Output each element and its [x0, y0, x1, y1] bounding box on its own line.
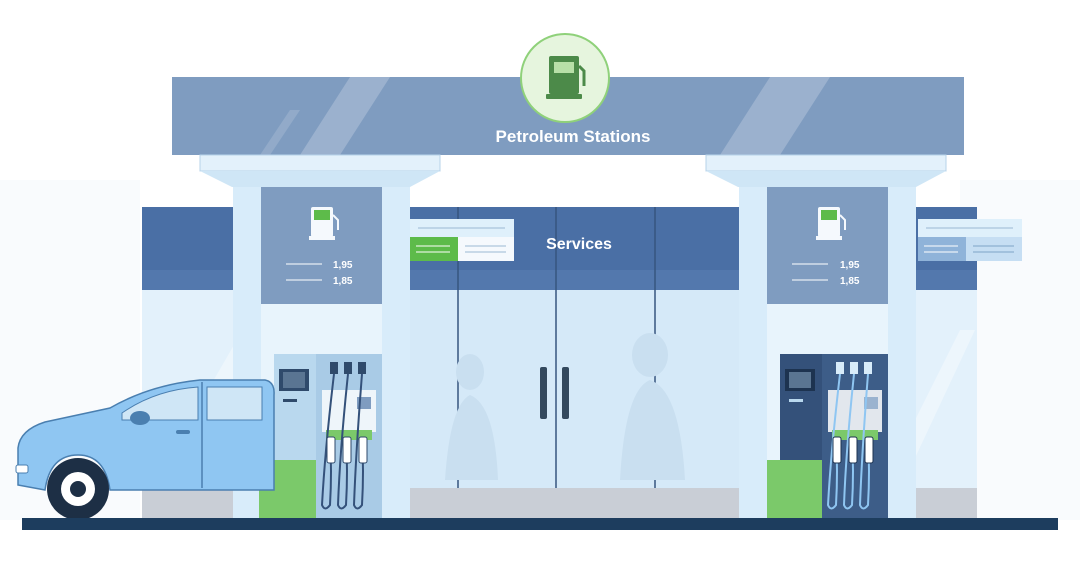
fuel-pump-icon	[546, 56, 586, 99]
fuel-pump-left	[259, 354, 382, 518]
fuel-pump-right	[767, 354, 888, 518]
pillar-caps	[199, 154, 947, 187]
price-value-2: 1,85	[333, 276, 353, 287]
side-sign-right	[918, 219, 1022, 261]
side-sign-left	[410, 219, 514, 261]
price-value-1: 1,95	[840, 260, 860, 271]
door-handle-left	[540, 367, 547, 419]
door-handle-right	[562, 367, 569, 419]
car	[15, 379, 275, 520]
fuel-pump-icon	[816, 207, 846, 240]
price-board-left	[261, 187, 382, 304]
price-board-right	[767, 187, 888, 304]
canopy-title: Petroleum Stations	[496, 127, 651, 146]
canopy: Petroleum Stations	[172, 33, 964, 155]
fuel-pump-icon	[309, 207, 339, 240]
ground-line	[22, 518, 1058, 530]
price-value-2: 1,85	[840, 276, 860, 287]
price-value-1: 1,95	[333, 260, 353, 271]
services-sign: Services	[546, 236, 612, 253]
